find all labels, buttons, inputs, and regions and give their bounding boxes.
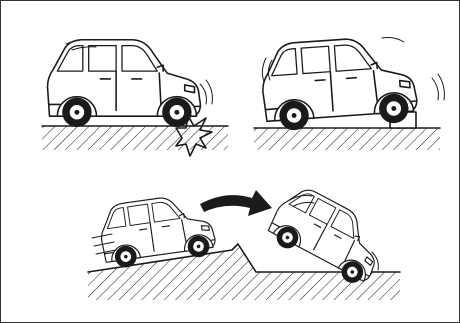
car-icon (48, 40, 201, 127)
panel-bump-climb (254, 35, 444, 150)
panel-bump-impact (42, 40, 228, 157)
car-icon (260, 35, 419, 133)
curved-arrow-icon (200, 190, 272, 216)
panel-ramp-launch (88, 180, 400, 300)
